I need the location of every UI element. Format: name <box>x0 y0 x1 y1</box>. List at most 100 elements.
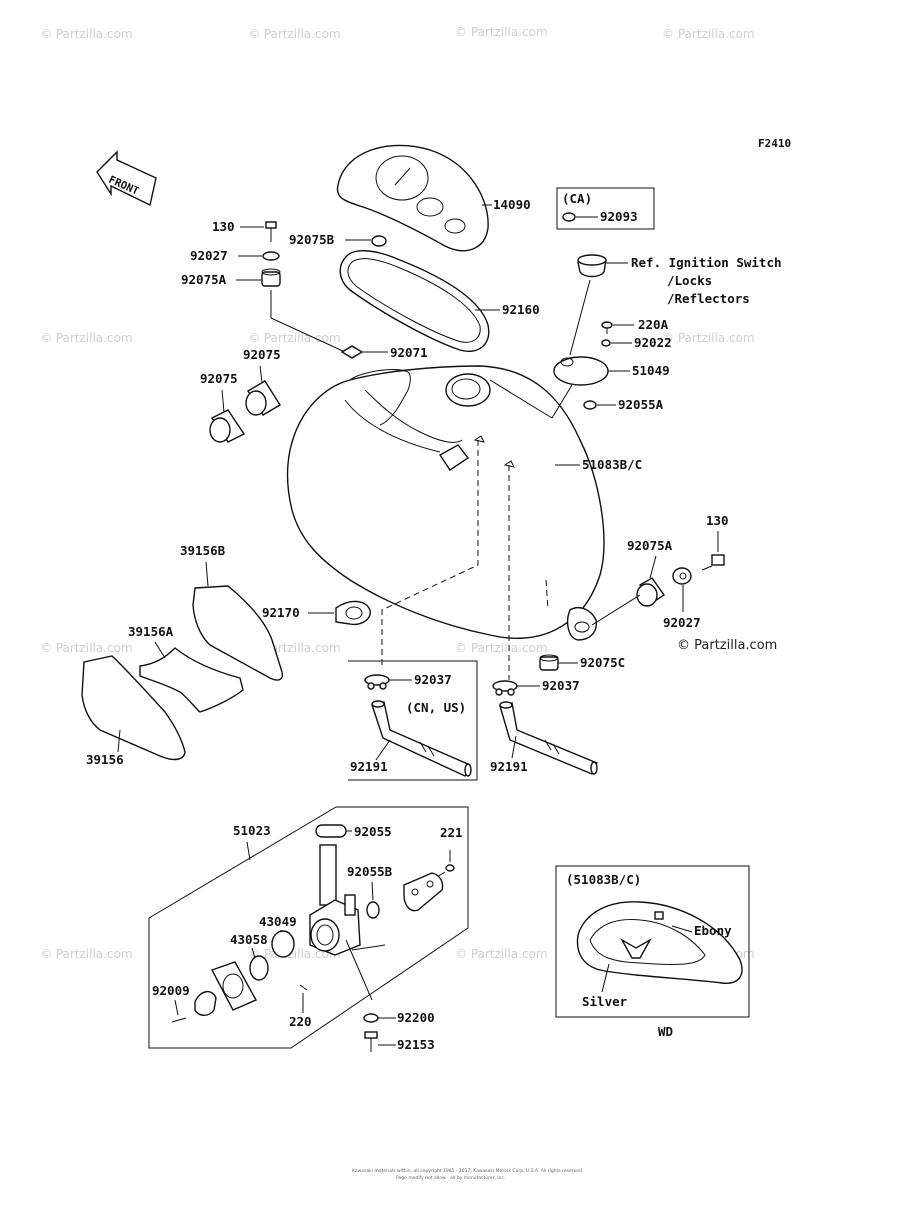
cover-plate <box>403 872 444 912</box>
part-label-92191: 92191 <box>350 759 388 774</box>
part-label-92027: 92027 <box>190 248 228 263</box>
diaphragm-icon <box>271 930 295 958</box>
watermark: © Partzilla.com <box>455 25 548 39</box>
hose <box>371 700 472 777</box>
collar-icon <box>539 654 559 671</box>
screw-icon <box>445 850 455 872</box>
washer-icon <box>363 1013 379 1023</box>
footer-copyright-2: Page modify not allow - all by manufactu… <box>396 1175 505 1181</box>
cap-plate <box>553 356 609 386</box>
ref-note-line3: /Reflectors <box>667 291 750 306</box>
part-label-51049: 51049 <box>632 363 670 378</box>
ca-label: (CA) <box>562 191 592 206</box>
washer-icon <box>672 567 692 585</box>
damper-icon <box>209 409 246 443</box>
part-label-130: 130 <box>706 513 729 528</box>
hose-clamp-icon <box>492 680 518 696</box>
part-label-92170: 92170 <box>262 605 300 620</box>
ignition-cap <box>577 254 607 278</box>
clip-icon <box>340 345 364 359</box>
watermark: © Partzilla.com <box>455 641 548 655</box>
o-ring-icon <box>583 400 597 410</box>
gasket-icon <box>315 824 347 838</box>
part-label-92037: 92037 <box>414 672 452 687</box>
watermark: © Partzilla.com <box>662 27 755 41</box>
part-label-39156a: 39156A <box>128 624 174 639</box>
watermark: © Partzilla.com <box>248 331 341 345</box>
grommet-icon <box>636 577 665 607</box>
washer-icon <box>262 251 280 261</box>
watermark: © Partzilla.com <box>248 27 341 41</box>
fuel-cock-box <box>148 806 469 1049</box>
cn-us-label: (CN, US) <box>406 700 466 715</box>
part-label-92009: 92009 <box>152 983 190 998</box>
part-label-92055: 92055 <box>354 824 392 839</box>
front-arrow-icon: FRONT <box>96 150 157 207</box>
footer-copyright: Kawasaki materials within, all copyright… <box>352 1168 583 1174</box>
part-label-92075a: 92075A <box>181 272 227 287</box>
valve-plate <box>211 961 257 1011</box>
part-label-92153: 92153 <box>397 1037 435 1052</box>
part-label-130: 130 <box>212 219 235 234</box>
part-label-39156b: 39156B <box>180 543 226 558</box>
bolt-icon <box>265 221 277 242</box>
part-label-92191: 92191 <box>490 759 528 774</box>
fuel-cock <box>309 844 361 956</box>
watermark: © Partzilla.com <box>40 331 133 345</box>
screw-icon <box>171 1017 187 1023</box>
pad <box>81 655 186 761</box>
lever-icon <box>194 991 217 1016</box>
part-label-92093: 92093 <box>600 209 638 224</box>
inset-ref-label: (51083B/C) <box>566 872 641 887</box>
figure-code: F2410 <box>758 137 791 150</box>
part-label-39156: 39156 <box>86 752 124 767</box>
o-ring-icon <box>366 901 380 919</box>
watermark: © Partzilla.com <box>40 27 133 41</box>
hose-clamp-icon <box>364 674 390 690</box>
part-label-220a: 220A <box>638 317 669 332</box>
part-label-43058: 43058 <box>230 932 268 947</box>
part-label-92055a: 92055A <box>618 397 664 412</box>
part-label-92071: 92071 <box>390 345 428 360</box>
gasket <box>339 250 490 352</box>
damper-icon <box>245 380 281 416</box>
part-label-92075: 92075 <box>243 347 281 362</box>
color-inset: (51083B/C) Ebony Silver <box>555 865 750 1018</box>
screw-icon <box>601 321 613 334</box>
part-label-14090: 14090 <box>493 197 531 212</box>
ca-box: (CA) 92093 <box>556 187 655 230</box>
clamp-icon <box>335 600 371 626</box>
ebony-label: Ebony <box>694 923 732 938</box>
watermark: © Partzilla.com <box>40 947 133 961</box>
part-label-220: 220 <box>289 1014 312 1029</box>
part-label-92022: 92022 <box>634 335 672 350</box>
silver-label: Silver <box>582 994 628 1009</box>
part-label-51023: 51023 <box>233 823 271 838</box>
part-label-51083bc: 51083B/C <box>582 457 642 472</box>
washer-icon <box>601 339 611 347</box>
part-label-92200: 92200 <box>397 1010 435 1025</box>
part-label-92075c: 92075C <box>580 655 625 670</box>
part-label-92037: 92037 <box>542 678 580 693</box>
grommet-icon <box>261 268 281 287</box>
pad <box>139 647 244 713</box>
watermark: © Partzilla.com <box>455 947 548 961</box>
ref-note-line1: Ref. Ignition Switch <box>631 255 782 270</box>
o-ring-icon <box>249 955 269 981</box>
screw-icon <box>299 984 308 991</box>
part-label-92027: 92027 <box>663 615 701 630</box>
part-label-92075a: 92075A <box>627 538 673 553</box>
cn-us-box: (CN, US) <box>348 660 478 781</box>
fuel-tank <box>286 365 605 641</box>
part-label-92055b: 92055B <box>347 864 393 879</box>
part-label-92075b: 92075B <box>289 232 335 247</box>
watermark: © Partzilla.com <box>40 641 133 655</box>
watermark: © Partzilla.com <box>662 331 755 345</box>
hose <box>499 701 598 775</box>
part-label-221: 221 <box>440 825 463 840</box>
part-label-43049: 43049 <box>259 914 297 929</box>
bolt-icon <box>701 554 725 571</box>
pad <box>192 585 284 681</box>
